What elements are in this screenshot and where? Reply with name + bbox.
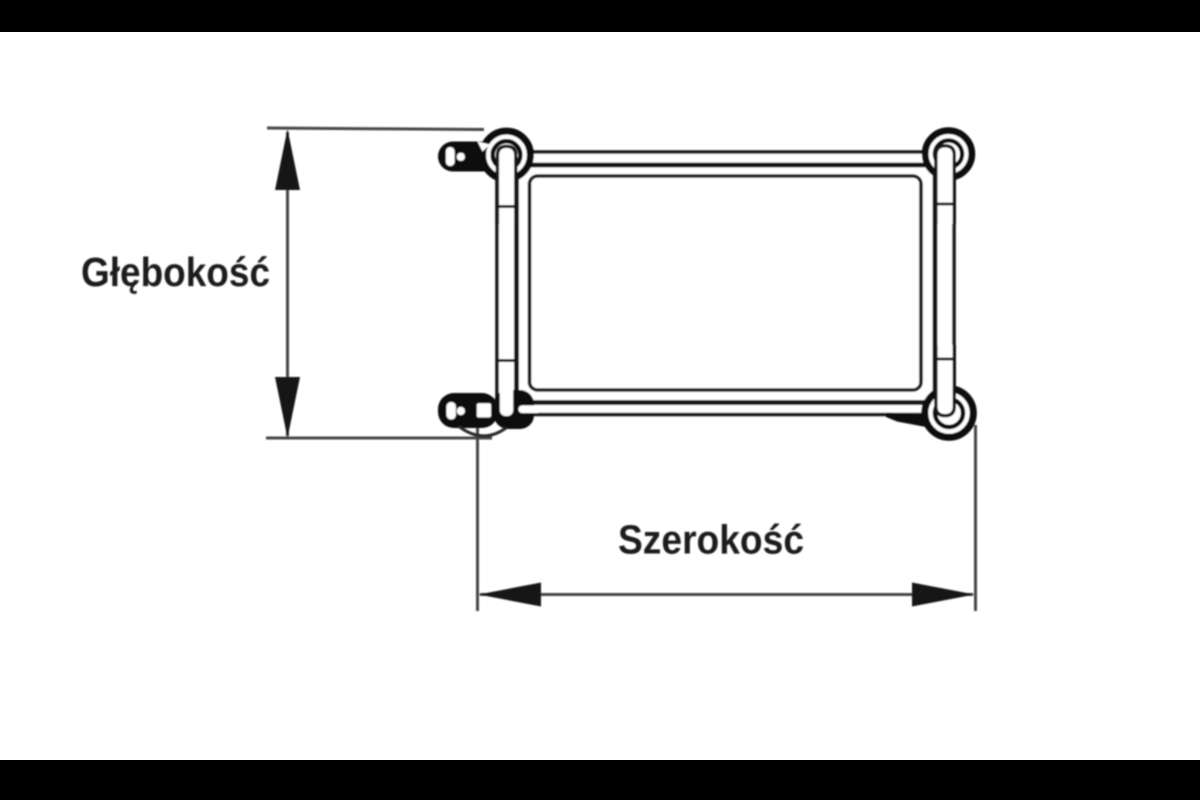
svg-text:Szerokość: Szerokość — [618, 517, 804, 563]
svg-text:Głębokość: Głębokość — [81, 249, 270, 295]
